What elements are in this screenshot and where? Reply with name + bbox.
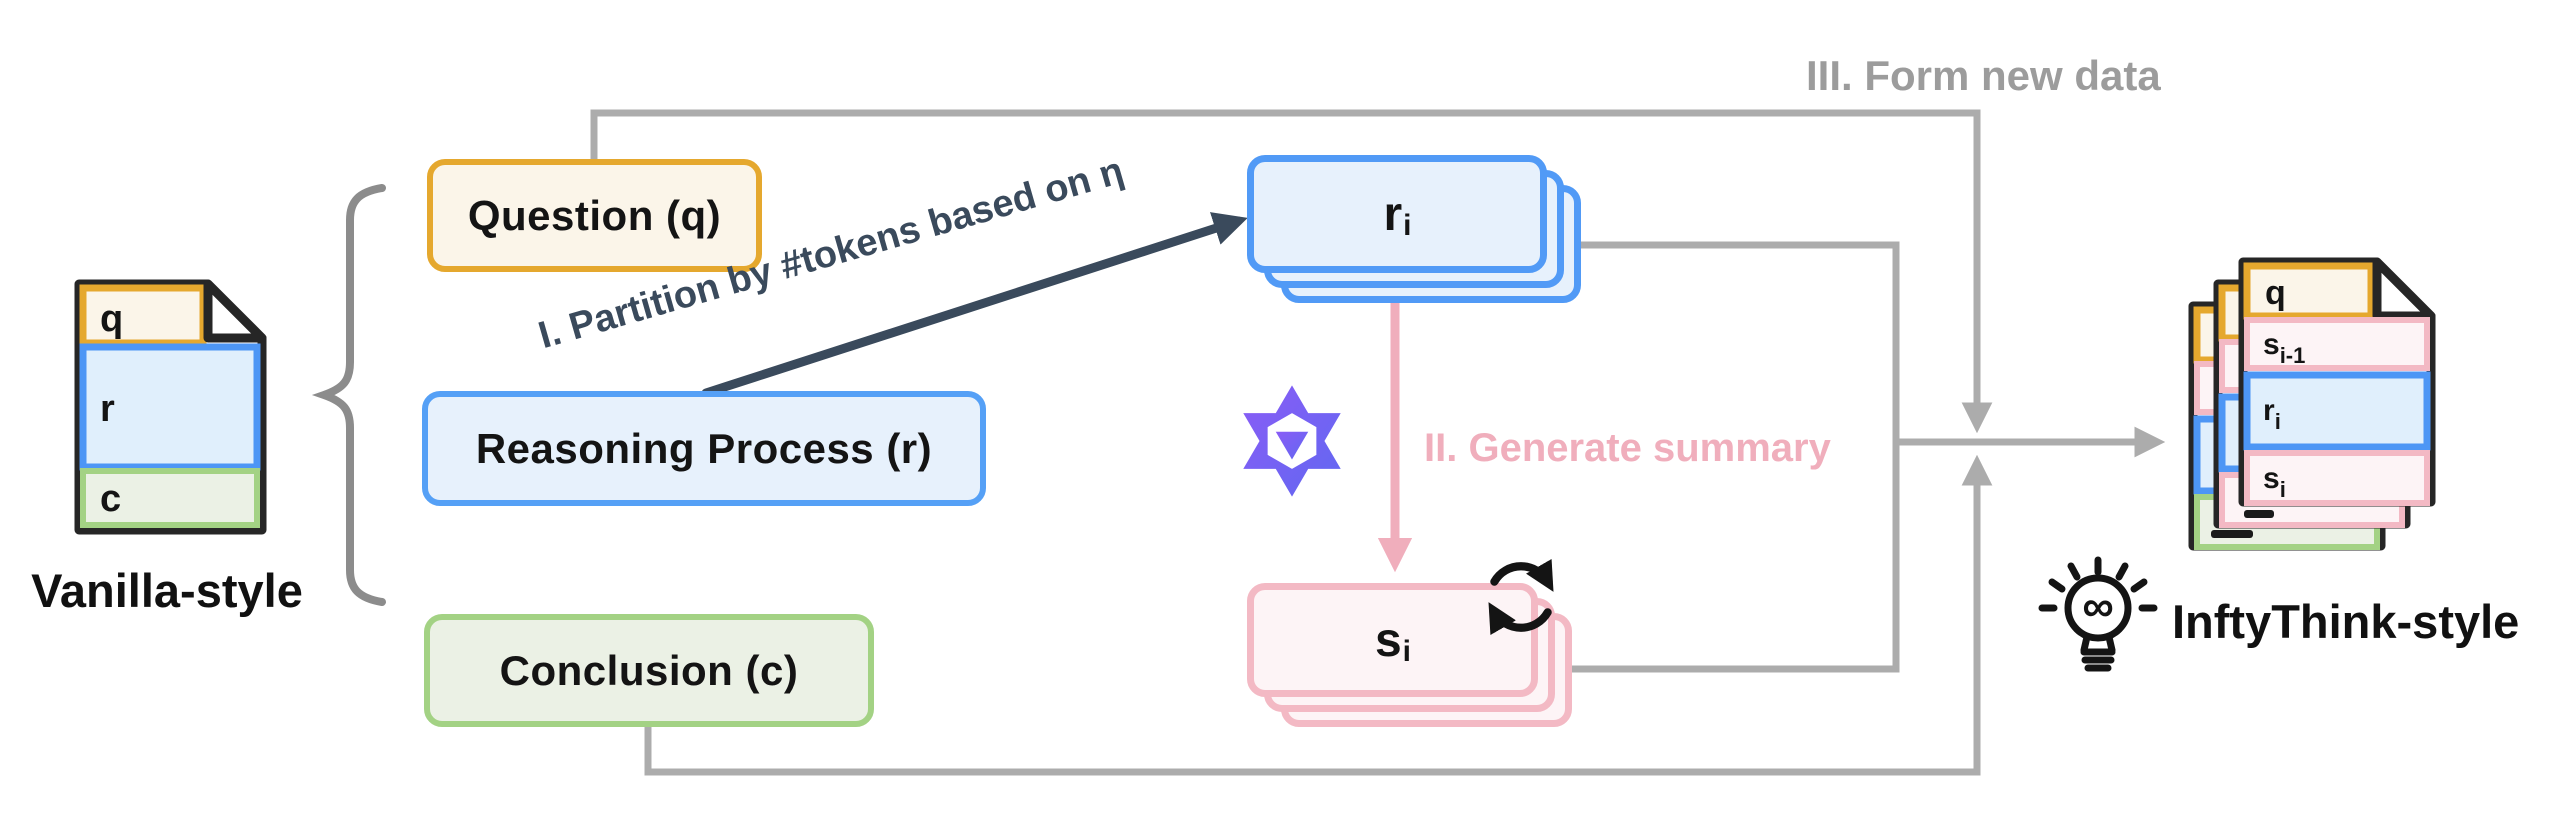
section-q [79, 284, 207, 347]
section-reasoning-label: ri [2263, 394, 2281, 434]
section-q [2243, 262, 2375, 320]
folded-corner-icon [2372, 257, 2436, 321]
lightbulb-infinity-icon: ∞ [2038, 556, 2158, 672]
section-prev-summary-label: si-1 [2263, 328, 2305, 368]
cycle-icon [1488, 558, 1554, 636]
step3-form-new-data-label: III. Form new data [1806, 52, 2161, 99]
section-q-label: q [2265, 274, 2286, 312]
section-c-label: c [100, 478, 121, 520]
section-q-label: q [100, 298, 123, 340]
conclusion-box-label: Conclusion (c) [499, 646, 799, 694]
section-reasoning [2243, 371, 2431, 451]
conclusion-box: Conclusion (c) [424, 614, 874, 727]
step2-generate-summary-label: II. Generate summary [1424, 426, 1831, 470]
section-c [80, 468, 260, 528]
section-r [79, 343, 261, 471]
section-r-label: r [100, 388, 115, 430]
grouping-brace [311, 184, 386, 606]
inftythink-document-front: q si-1 ri si [2238, 257, 2436, 507]
reasoning-box-label: Reasoning Process (r) [475, 424, 933, 472]
question-box: Question (q) [427, 159, 762, 272]
inftythink-style-label: InftyThink-style [2172, 595, 2520, 648]
infinity-glyph: ∞ [2082, 582, 2113, 631]
reasoning-process-box: Reasoning Process (r) [422, 391, 986, 506]
question-box-label: Question (q) [467, 191, 722, 239]
section-summary-label: si [2263, 462, 2286, 502]
section-summary [2244, 450, 2430, 506]
section-prev-summary [2244, 317, 2430, 371]
folded-corner-icon [203, 279, 267, 343]
vanilla-style-label: Vanilla-style [31, 564, 303, 617]
qwen-logo-icon [1243, 385, 1341, 497]
vanilla-document: q r c [74, 279, 267, 535]
